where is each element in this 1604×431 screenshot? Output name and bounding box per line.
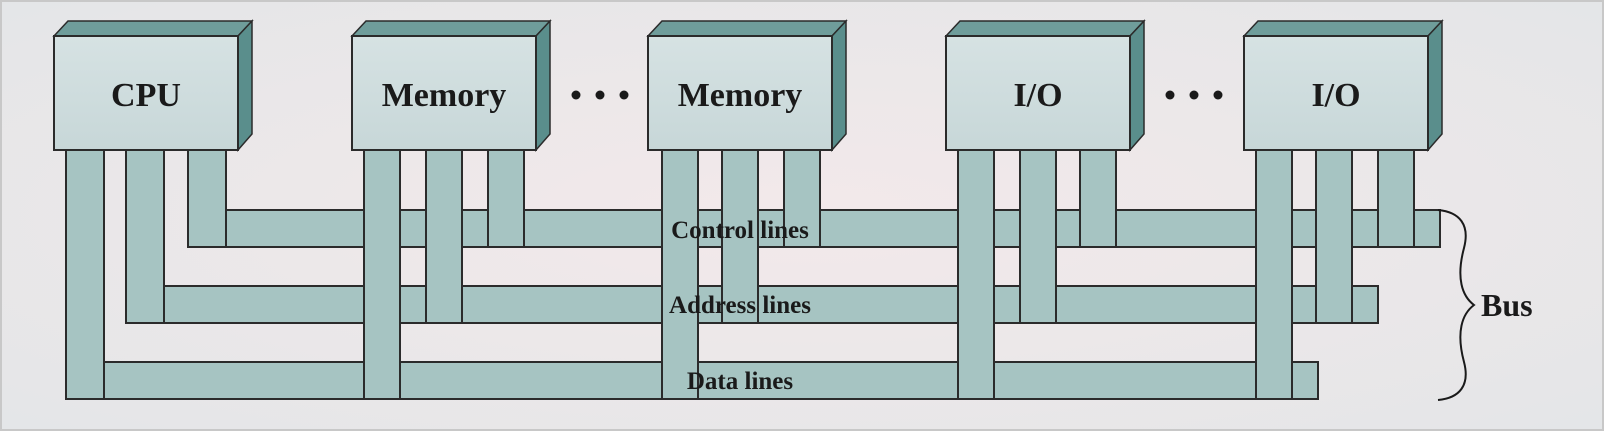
address-lines-label: Address lines (669, 292, 811, 319)
control-lines-label: Control lines (671, 217, 809, 244)
memory-ellipsis (571, 90, 629, 100)
cpu-module: CPU (52, 19, 254, 152)
io-label-2: I/O (1311, 77, 1360, 114)
memory-module-1: Memory (350, 19, 552, 152)
io-ellipsis (1165, 90, 1223, 100)
cpu-data-connector (65, 149, 105, 400)
io-module-1: I/O (944, 19, 1146, 152)
io-module-2: I/O (1242, 19, 1444, 152)
memory-label-2: Memory (678, 77, 803, 114)
io-label-1: I/O (1013, 77, 1062, 114)
bus-brace (1437, 209, 1476, 401)
bus-label: Bus (1481, 287, 1533, 323)
memory-module-2: Memory (646, 19, 848, 152)
memory-label-1: Memory (382, 77, 507, 114)
data-lines-label: Data lines (687, 368, 794, 395)
cpu-label: CPU (111, 77, 181, 114)
bus-joins (68, 209, 1412, 398)
